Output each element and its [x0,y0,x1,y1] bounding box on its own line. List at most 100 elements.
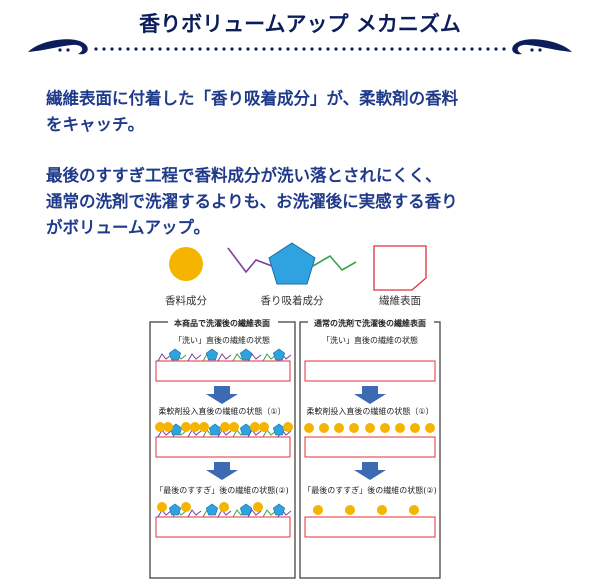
ornament-dot [342,47,346,51]
left-step3-label: 「最後のすすぎ」後の繊維の状態(②) [155,485,288,495]
ornament-dot [174,47,178,51]
ornament-dot [530,48,534,52]
fragrance-particle [345,505,355,515]
fragrance-particle [250,422,260,432]
fragrance-particle [181,502,191,512]
fiber-strand [262,353,277,362]
adsorbent-particle [208,423,222,436]
ornament-dot [286,47,290,51]
fragrance-particle [365,423,375,433]
intro-line-4: 通常の洗剤で洗濯するよりも、お洗濯後に実感する香り [46,192,458,211]
legend: 香料成分 香り吸着成分 繊維表面 [165,242,427,307]
ornament-dot [158,47,162,51]
ornament-dot [462,47,466,51]
ornament-dot [94,47,98,51]
fiber-strand [217,509,232,518]
ornament-dot [326,47,330,51]
ornament-divider [28,39,572,55]
ornament-dot [150,47,154,51]
left-panel-header: 本商品で洗濯後の繊維表面 [173,318,270,328]
left-fiber-bar-1 [155,360,291,382]
fragrance-particle [425,423,435,433]
fiber-strand [262,429,277,438]
fiber-strand [187,353,202,362]
ornament-dot [166,47,170,51]
ornament-dot [406,47,410,51]
ornament-dot [230,47,234,51]
ornament-dot [254,47,258,51]
left-down-arrow-2 [206,462,238,480]
fragrance-particle [283,422,293,432]
adsorbent-pentagon-icon [268,242,316,285]
fiber-strand [187,429,202,438]
fiber-surface-icon [373,245,427,291]
fragrance-particle [157,502,167,512]
ornament-dot [454,47,458,51]
fragrance-particle [313,505,323,515]
ornament-dot [278,47,282,51]
ornament-dot [486,47,490,51]
adsorbent-particle [272,503,286,516]
flourish-right-icon [512,39,572,55]
fragrance-particle [334,423,344,433]
right-fiber-bar-3 [304,516,436,538]
ornament-dot [262,47,266,51]
ornament-dot [502,47,506,51]
ornament-dot [366,47,370,51]
fragrance-particle [349,423,359,433]
fiber-strand [217,429,232,438]
ornament-dot [430,47,434,51]
ornament-dot [398,47,402,51]
ornament-dot [374,47,378,51]
fragrance-particle [253,502,263,512]
intro-line-5: がボリュームアップ。 [46,218,211,237]
ornament-dot [246,47,250,51]
ornament-dot [142,47,146,51]
ornament-dot [422,47,426,51]
flourish-left-icon [28,39,88,55]
page-title: 香りボリュームアップ メカニズム [139,11,461,36]
adsorbent-particle [272,348,286,361]
intro-paragraph-2: 最後のすすぎ工程で香料成分が洗い落とされにくく、 通常の洗剤で洗濯するよりも、お… [46,163,566,241]
ornament-dot [310,47,314,51]
right-step3-label: 「最後のすすぎ」後の繊維の状態(②) [303,485,436,495]
left-step1-label: 「洗い」直後の繊維の状態 [174,335,270,345]
ornament-dot [334,47,338,51]
adsorbent-particle [205,503,219,516]
fragrance-particle [229,422,239,432]
left-fiber-bar-3 [155,516,291,538]
left-fiber-bar-2 [155,436,291,458]
fragrance-particle [380,423,390,433]
fragrance-particle [220,422,230,432]
fiber-strand [217,353,232,362]
right-step1-label: 「洗い」直後の繊維の状態 [322,335,418,345]
ornament-dot [58,48,62,52]
fragrance-particle [259,422,269,432]
fragrance-particle [155,422,165,432]
adsorbent-particle [168,503,182,516]
ornament-dot [182,47,186,51]
left-down-arrow-1 [206,386,238,404]
adsorbent-particle [239,503,253,516]
fragrance-particle [410,423,420,433]
right-down-arrow-2 [354,462,386,480]
ornament-dot [538,48,542,52]
intro-line-2: をキャッチ。 [46,115,145,134]
ornament-dot [118,47,122,51]
fiber-strand-left [227,247,273,274]
ornament-dot [102,47,106,51]
fiber-strand [157,429,172,438]
ornament-dot [414,47,418,51]
ornament-dot [470,47,474,51]
ornament-dot [302,47,306,51]
intro-line-1: 繊維表面に付着した「香り吸着成分」が、柔軟剤の香料 [46,89,459,108]
fiber-strand [157,509,172,518]
ornament-dot [390,47,394,51]
fragrance-particle [190,422,200,432]
fragrance-particle [395,423,405,433]
legend-fragrance-label: 香料成分 [165,294,207,307]
ornament-dot [446,47,450,51]
ornament-dot [270,47,274,51]
ornament-dot [222,47,226,51]
adsorbent-particle [239,348,253,361]
